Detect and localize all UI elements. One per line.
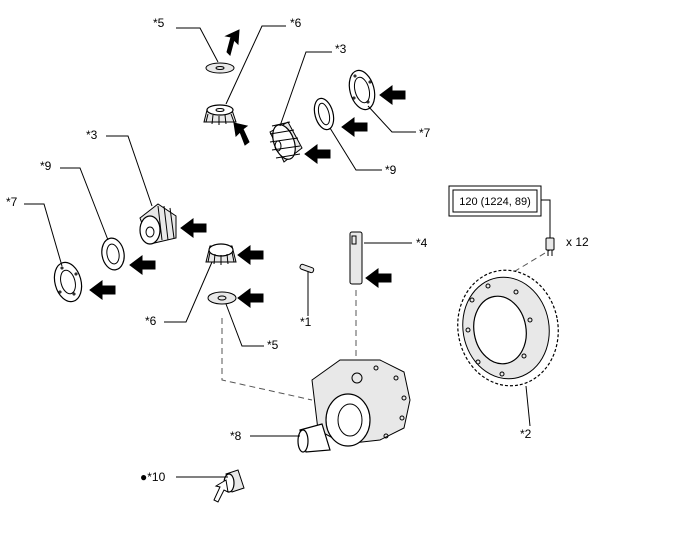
differential-case xyxy=(297,359,411,453)
arrow-top-washer xyxy=(224,29,240,56)
arrow-right-washer xyxy=(341,117,368,137)
middle-pinion-gear xyxy=(205,243,237,265)
arrow-top-pinion xyxy=(233,122,250,146)
torque-spec-box: 120 (1224, 89) xyxy=(448,185,542,217)
label-p1: *1 xyxy=(300,315,312,329)
lock-pin xyxy=(299,263,315,274)
top-pinion-gear xyxy=(203,104,237,125)
arrow-middle-pinion xyxy=(237,245,264,265)
leader-p6-mid xyxy=(164,261,213,323)
label-p7-right: *7 xyxy=(419,126,431,140)
label-p6-mid: *6 xyxy=(145,314,157,328)
leader-p2 xyxy=(525,385,531,427)
label-p7-left: *7 xyxy=(6,195,18,209)
leader-p5-mid xyxy=(225,303,264,347)
right-shim-plate xyxy=(348,69,376,111)
leader-p3-top xyxy=(279,51,332,127)
arrow-bearing xyxy=(213,479,229,503)
bolt-count: x 12 xyxy=(566,235,589,249)
torque-value: 120 (1224, 89) xyxy=(459,196,531,208)
ring-gear-bolt xyxy=(545,237,555,256)
label-p10: ●*10 xyxy=(140,470,166,484)
label-p4: *4 xyxy=(416,236,428,250)
right-side-washer xyxy=(313,97,335,131)
leader-p9-right xyxy=(329,127,382,171)
arrow-left-washer xyxy=(129,255,156,275)
label-p2: *2 xyxy=(520,427,532,441)
label-p9-right: *9 xyxy=(385,163,397,177)
label-p5-top: *5 xyxy=(153,16,165,30)
leader-p7-right xyxy=(367,105,416,133)
label-p8: *8 xyxy=(230,429,242,443)
leader-p6-top xyxy=(225,25,286,105)
leader-p9-left xyxy=(60,167,109,241)
pinion-shaft xyxy=(349,231,363,285)
label-p3-left: *3 xyxy=(86,128,98,142)
arrow-middle-washer xyxy=(237,288,264,308)
leader-p7-left xyxy=(24,203,63,267)
left-shim-plate xyxy=(53,261,83,303)
alignment-line-left xyxy=(221,318,313,401)
leader-p3-left xyxy=(106,135,153,207)
leader-torque xyxy=(540,199,551,238)
top-side-gear xyxy=(269,121,303,163)
leader-p5-top xyxy=(176,27,219,63)
label-p3-top: *3 xyxy=(335,42,347,56)
arrow-left-side-gear xyxy=(180,218,207,238)
top-thrust-washer xyxy=(205,62,235,74)
left-side-washer xyxy=(101,237,125,271)
arrow-top-side-gear xyxy=(304,144,331,164)
label-p5-mid: *5 xyxy=(267,338,279,352)
arrow-right-shim xyxy=(379,85,406,105)
arrow-left-shim xyxy=(89,280,116,300)
middle-thrust-washer xyxy=(207,291,237,305)
ring-gear xyxy=(457,269,559,387)
arrow-pinion-shaft xyxy=(365,268,392,288)
label-p6-top: *6 xyxy=(290,16,302,30)
left-side-gear xyxy=(139,203,177,245)
label-p9-left: *9 xyxy=(40,159,52,173)
